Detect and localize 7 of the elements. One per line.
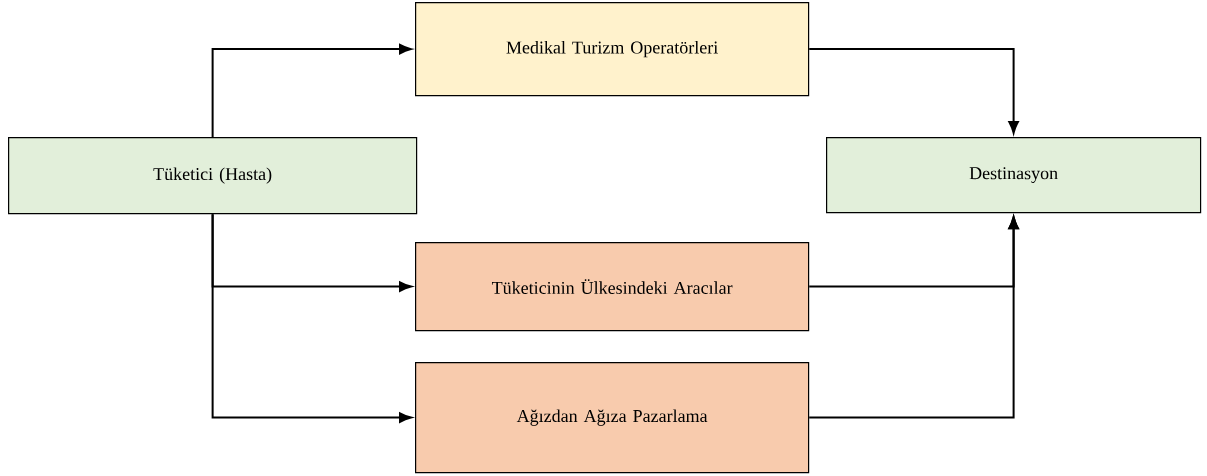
process-box: Ağızdan Ağıza Pazarlama	[415, 362, 810, 474]
process-box: Tüketicinin Ülkesindeki Aracılar	[415, 242, 810, 332]
process-box: Medikal Turizm Operatörleri	[415, 2, 810, 97]
process-box: Destinasyon	[826, 137, 1202, 214]
arrow	[211, 43, 412, 138]
process-box: Tüketici (Hasta)	[8, 137, 418, 215]
arrow	[808, 216, 1019, 419]
